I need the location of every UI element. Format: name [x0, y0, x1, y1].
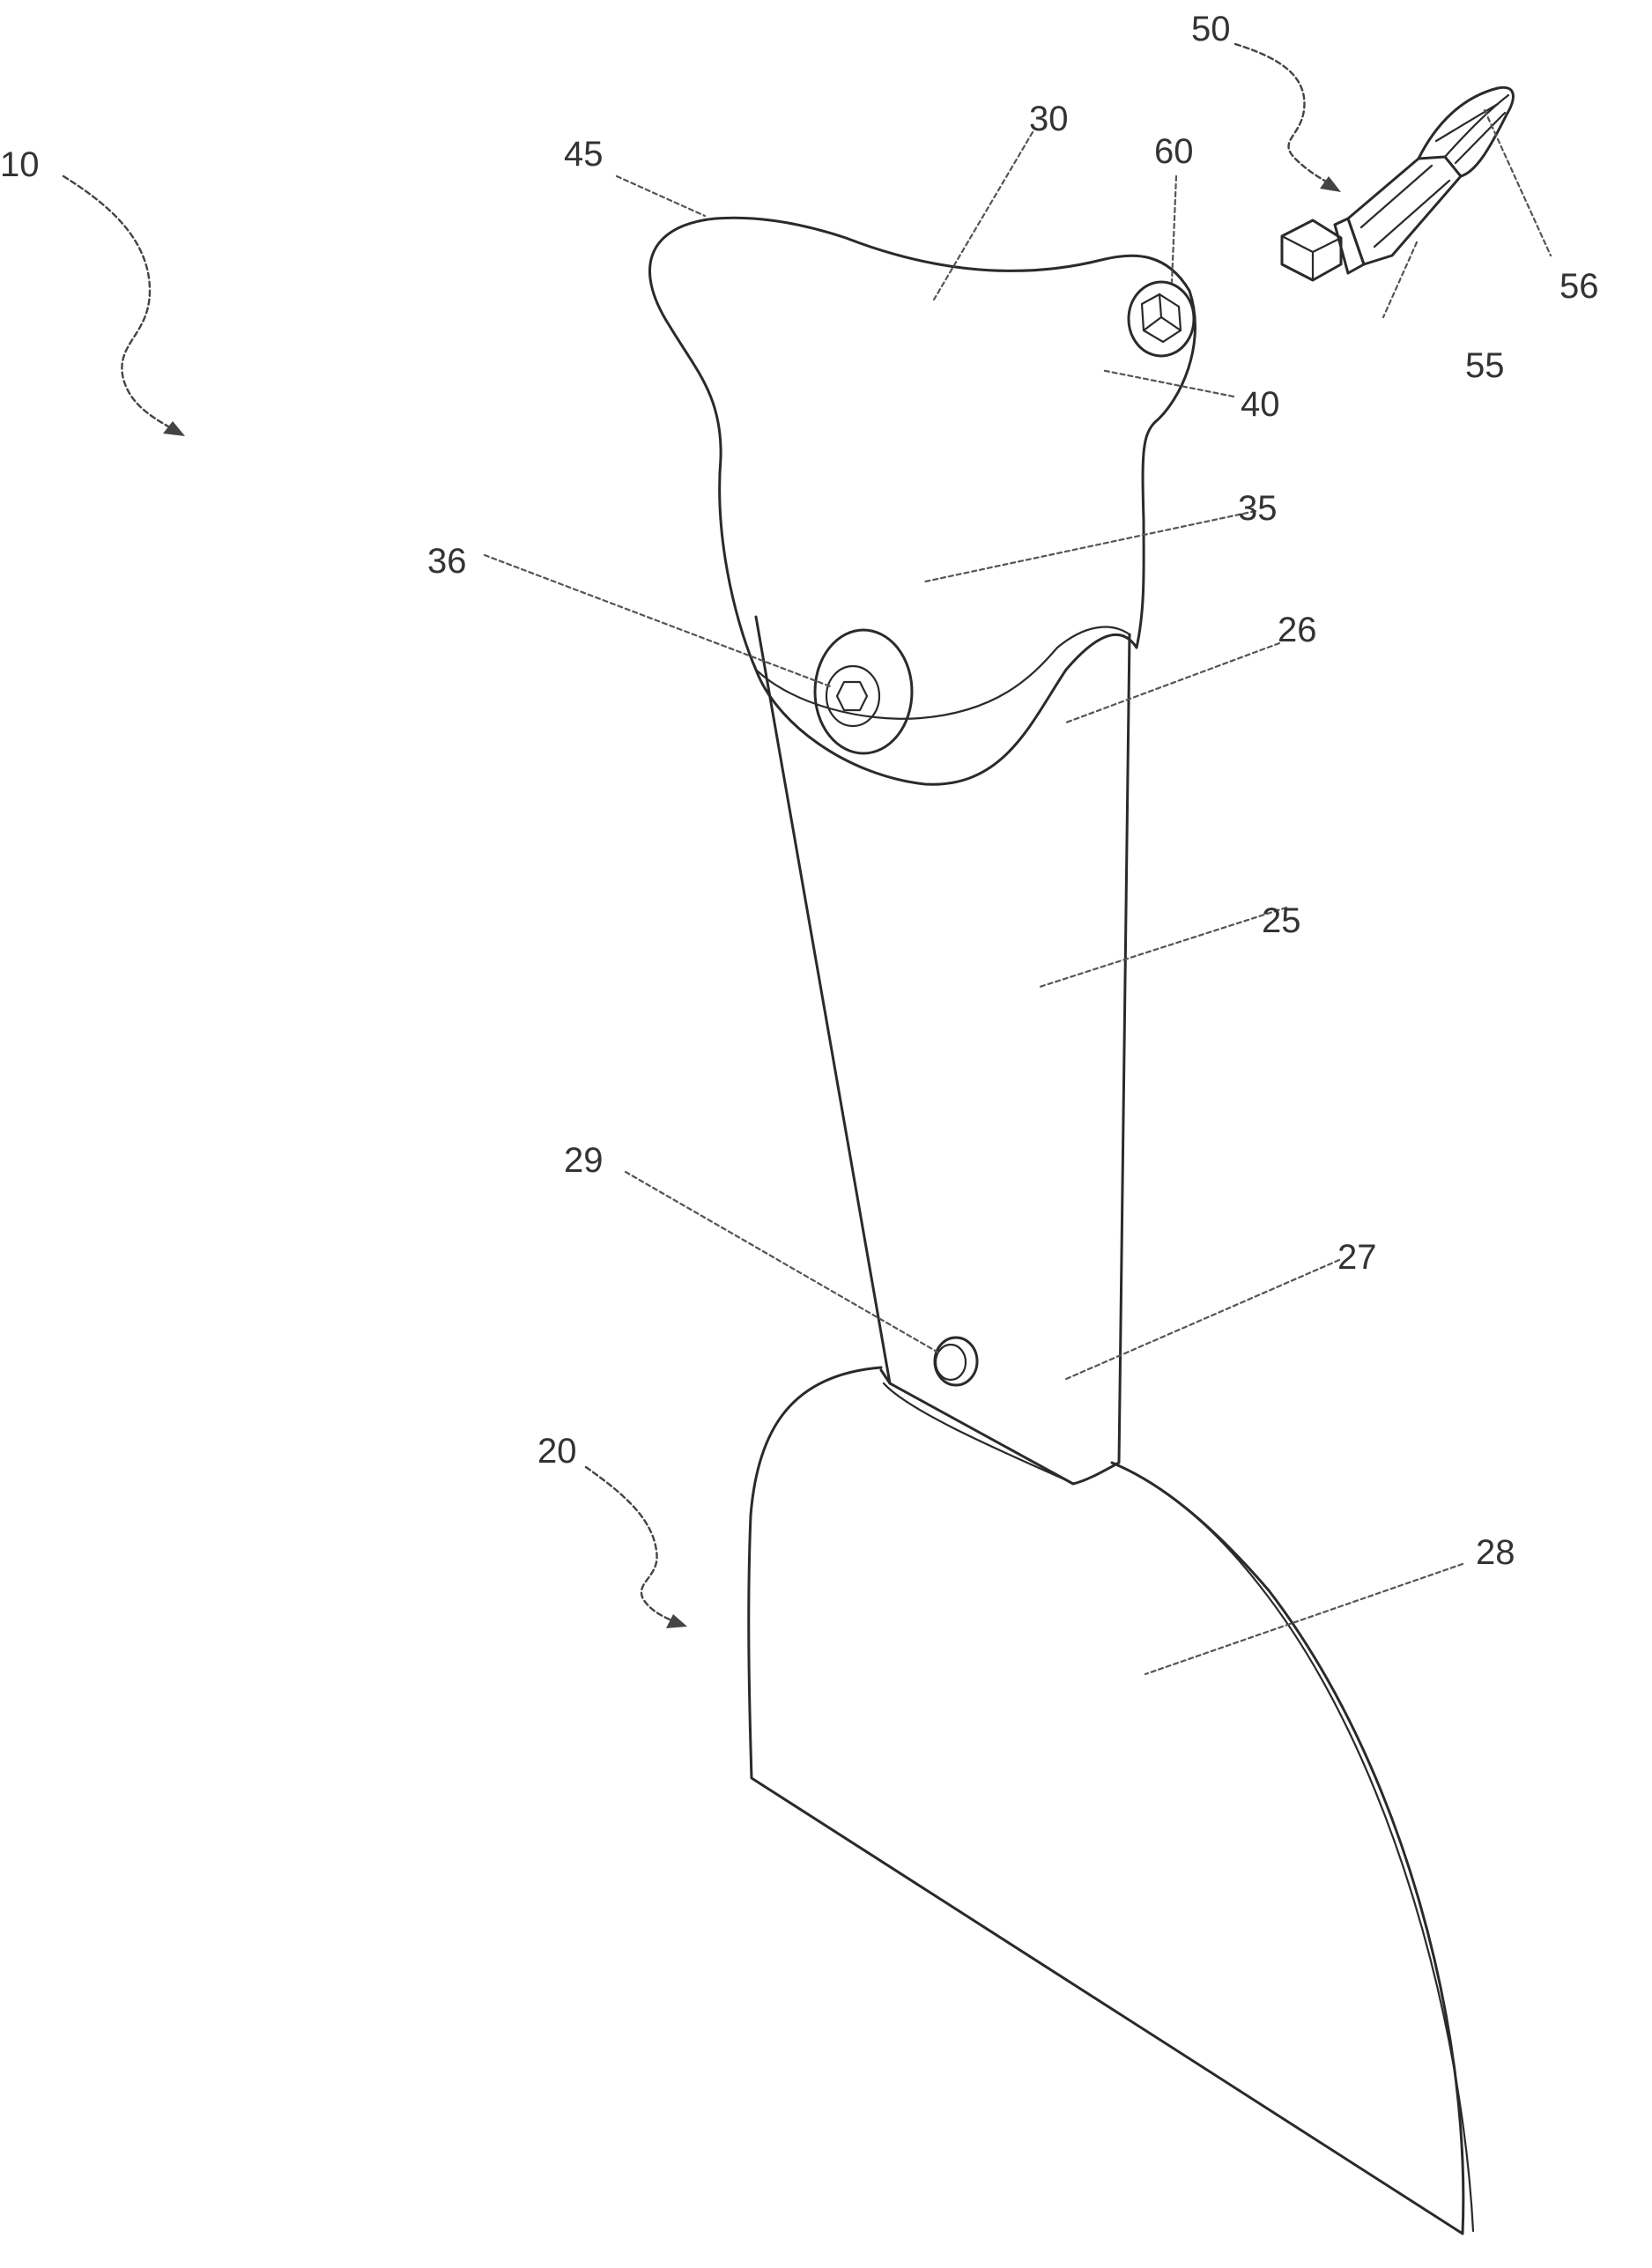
screw-head-36: [815, 630, 912, 753]
label-55: 55: [1465, 346, 1505, 385]
label-20: 20: [537, 1432, 577, 1471]
rivet-29: [935, 1338, 977, 1385]
reference-numerals: 10 20 25 26 27 28 29 30 35 36 40 45 50 5…: [0, 10, 1599, 1572]
bit-socket-60: [1129, 282, 1194, 356]
blade: [749, 1367, 1473, 2234]
handle: [649, 218, 1195, 784]
label-25: 25: [1262, 901, 1301, 940]
leader-lines: [485, 110, 1551, 1674]
shank: [756, 617, 1130, 1484]
label-10: 10: [0, 145, 40, 184]
label-50: 50: [1191, 10, 1231, 48]
label-35: 35: [1238, 489, 1278, 528]
label-45: 45: [564, 135, 604, 174]
label-36: 36: [427, 542, 467, 581]
label-27: 27: [1337, 1238, 1377, 1277]
label-26: 26: [1278, 611, 1317, 649]
screwdriver-bit-50: [1282, 87, 1513, 280]
label-60: 60: [1154, 132, 1194, 171]
label-29: 29: [564, 1141, 604, 1180]
label-28: 28: [1476, 1533, 1515, 1572]
label-30: 30: [1029, 100, 1069, 138]
label-40: 40: [1241, 385, 1280, 424]
reference-arrows: [63, 44, 1341, 1628]
label-56: 56: [1559, 267, 1599, 306]
